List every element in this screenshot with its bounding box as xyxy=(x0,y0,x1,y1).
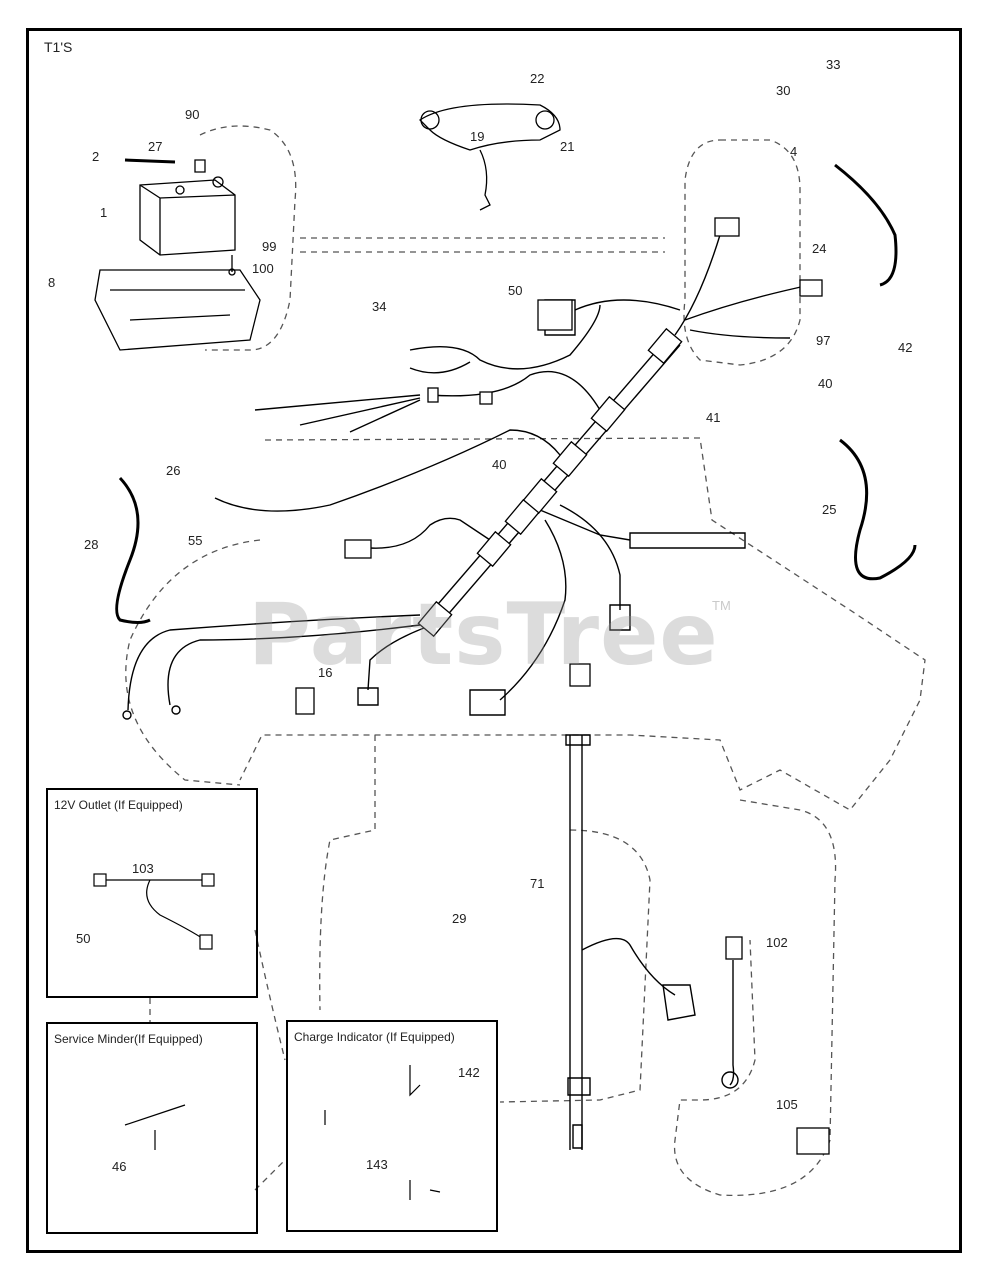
part-label-99: 99 xyxy=(262,239,277,254)
left-arc-outline xyxy=(125,539,261,786)
switch-block xyxy=(537,299,573,331)
connector-105 xyxy=(796,1127,830,1155)
part-label-21: 21 xyxy=(560,139,575,154)
part-label-40-right: 40 xyxy=(818,376,833,391)
battery-cable-right-upper xyxy=(834,163,898,287)
part-label-27: 27 xyxy=(148,139,163,154)
lead-to-16 xyxy=(367,624,433,691)
ground-lead xyxy=(254,394,421,433)
inset-12v-outlet-title: 12V Outlet (If Equipped) xyxy=(54,798,183,812)
connector-16 xyxy=(295,687,315,715)
connector-top xyxy=(714,217,740,237)
battery-cable-28 xyxy=(115,476,151,624)
part-label-105: 105 xyxy=(776,1097,798,1112)
part-label-29: 29 xyxy=(452,911,467,926)
part-label-50-inset: 50 xyxy=(76,931,91,946)
connector-24 xyxy=(799,279,823,297)
watermark-tm: TM xyxy=(712,598,731,613)
pto-tube xyxy=(629,532,746,549)
part-label-33: 33 xyxy=(826,57,841,72)
part-label-25: 25 xyxy=(822,502,837,517)
battery-tray xyxy=(94,269,261,351)
inset-charge-indicator-title: Charge Indicator (If Equipped) xyxy=(294,1030,455,1044)
part-label-4: 4 xyxy=(790,144,798,159)
service-minder xyxy=(124,1104,186,1150)
lead-to-plug xyxy=(369,517,491,549)
part-label-50: 50 xyxy=(508,283,523,298)
lower-body-outline xyxy=(499,829,651,1103)
harness-ring-lead xyxy=(689,329,791,339)
part-label-142: 142 xyxy=(458,1065,480,1080)
part-label-30: 30 xyxy=(776,83,791,98)
part-label-41: 41 xyxy=(706,410,721,425)
watermark: PartsTree xyxy=(248,585,719,685)
part-label-8: 8 xyxy=(48,275,56,290)
battery xyxy=(139,179,236,256)
headlight-harness xyxy=(418,103,561,151)
part-label-24: 24 xyxy=(812,241,827,256)
plug-left xyxy=(344,539,372,559)
lead-102 xyxy=(729,960,735,1086)
part-label-26: 26 xyxy=(166,463,181,478)
inset-link-2 xyxy=(254,929,286,1061)
main-harness-b xyxy=(431,344,681,634)
inset-12v-outlet: 12V Outlet (If Equipped) 103 50 xyxy=(46,788,258,998)
part-label-40: 40 xyxy=(492,457,507,472)
lower-lead-to-plug xyxy=(581,937,676,996)
center-body-outline xyxy=(319,735,376,1011)
diagram-frame xyxy=(26,28,962,1253)
lead-26 xyxy=(214,429,561,512)
harness-top-lead xyxy=(674,234,721,336)
part-label-55: 55 xyxy=(188,533,203,548)
part-label-2: 2 xyxy=(92,149,100,164)
lead-loop xyxy=(409,304,601,370)
right-column-outline xyxy=(683,139,801,366)
harness-right-lead xyxy=(684,284,811,321)
diagram-code: T1'S xyxy=(44,39,73,55)
cable-to-starter-b xyxy=(167,624,421,706)
part-label-16: 16 xyxy=(318,665,333,680)
inset-link-3 xyxy=(254,1159,286,1191)
battery-bolt xyxy=(124,158,176,164)
part-label-97: 97 xyxy=(816,333,831,348)
right-lower-outline xyxy=(673,799,837,1197)
inset-service-minder-title: Service Minder(If Equipped) xyxy=(54,1032,203,1046)
part-label-34: 34 xyxy=(372,299,387,314)
part-label-46: 46 xyxy=(112,1159,127,1174)
cable-to-starter-a xyxy=(127,614,421,711)
lead-to-clip xyxy=(559,504,621,610)
harness-sleeve xyxy=(647,327,683,365)
part-label-90: 90 xyxy=(185,107,200,122)
part-label-143: 143 xyxy=(366,1157,388,1172)
lead-to-connector xyxy=(429,370,601,411)
part-label-42: 42 xyxy=(898,340,913,355)
connector-102 xyxy=(725,936,743,960)
battery-cable-right-lower xyxy=(839,438,917,581)
part-label-103: 103 xyxy=(132,861,154,876)
part-label-102: 102 xyxy=(766,935,788,950)
part-label-19: 19 xyxy=(470,129,485,144)
part-label-1: 1 xyxy=(100,205,108,220)
part-label-28: 28 xyxy=(84,537,99,552)
inset-service-minder: Service Minder(If Equipped) 46 xyxy=(46,1022,258,1234)
inset-charge-indicator: Charge Indicator (If Equipped) 142 143 xyxy=(286,1020,498,1232)
dash-link-battery xyxy=(300,237,665,253)
part-label-71: 71 xyxy=(530,876,545,891)
deck-outline xyxy=(239,437,926,811)
part-label-100: 100 xyxy=(252,261,274,276)
charge-indicator-parts xyxy=(324,1065,441,1200)
outlet-harness xyxy=(100,879,210,941)
part-label-22: 22 xyxy=(530,71,545,86)
connector-top-right xyxy=(427,387,439,403)
lead-to-switch-lower xyxy=(499,519,567,701)
lead-to-switch xyxy=(574,299,681,311)
connector-lower xyxy=(569,663,591,687)
main-harness-a xyxy=(419,334,671,626)
battery-region-outline xyxy=(199,125,297,351)
